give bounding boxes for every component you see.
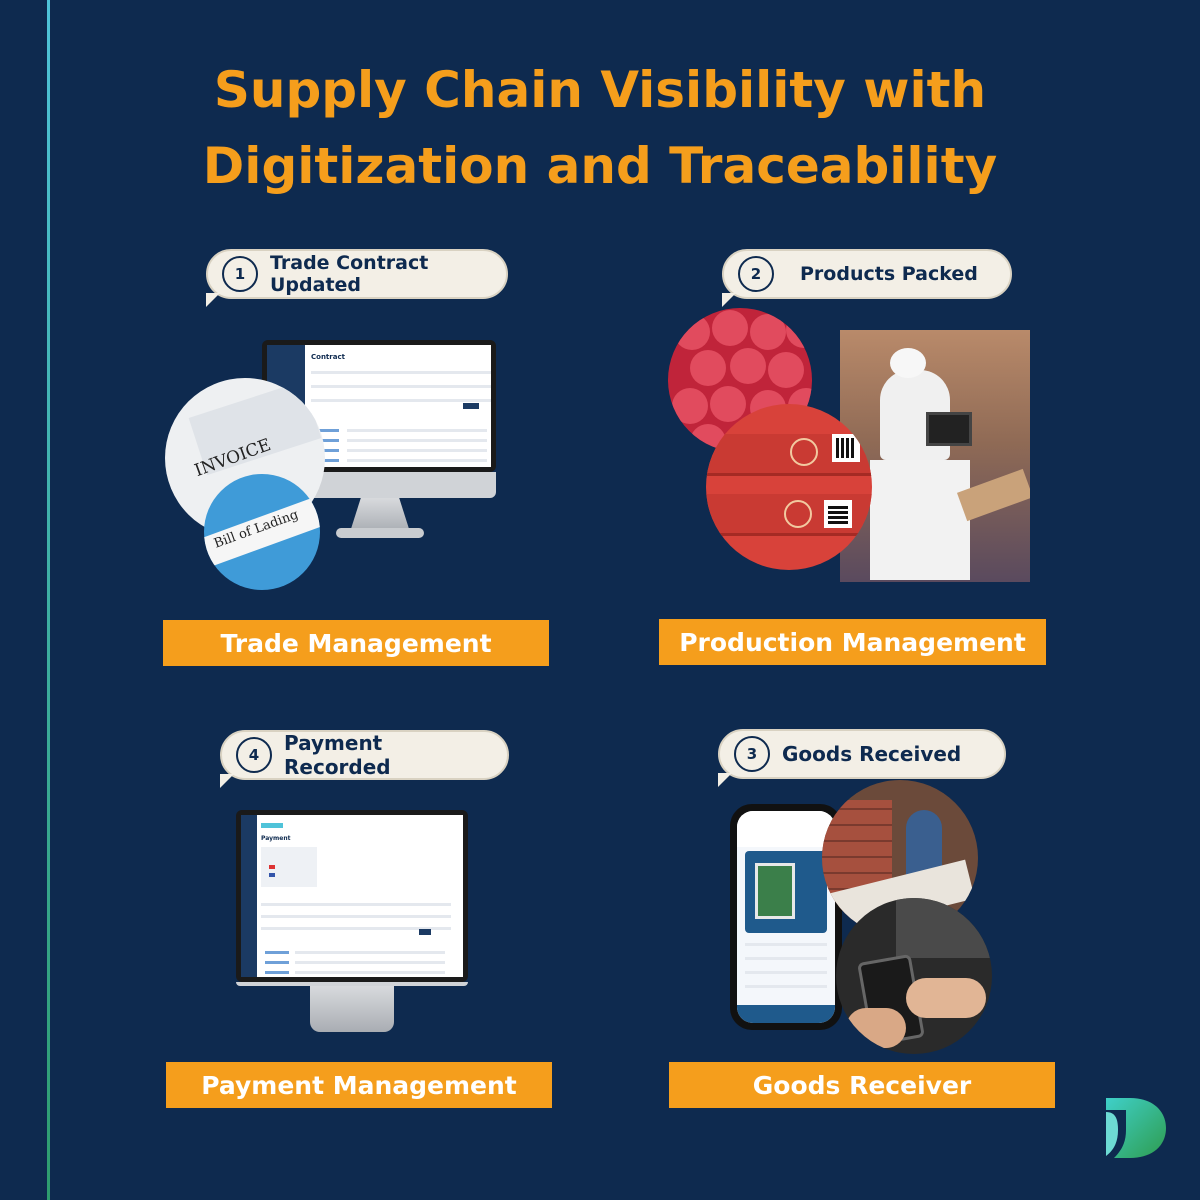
page-title: Supply Chain Visibility with Digitizatio… bbox=[0, 52, 1200, 204]
payment-management-label: Payment Management bbox=[166, 1062, 552, 1108]
side-accent-line bbox=[47, 0, 50, 1200]
packing-worker-photo bbox=[840, 330, 1030, 582]
step-2-caption: Products Packed bbox=[800, 263, 978, 285]
title-line-2: Digitization and Traceability bbox=[202, 137, 998, 195]
step-1-bubble: 1 Trade Contract Updated bbox=[206, 249, 508, 307]
step-4-bubble: 4 Payment Recorded bbox=[220, 730, 509, 788]
scanning-photo bbox=[836, 898, 992, 1054]
title-line-1: Supply Chain Visibility with bbox=[213, 61, 987, 119]
trade-management-label: Trade Management bbox=[163, 620, 549, 666]
production-management-label: Production Management bbox=[659, 619, 1046, 665]
goods-receiver-label: Goods Receiver bbox=[669, 1062, 1055, 1108]
step-1-number: 1 bbox=[222, 256, 258, 292]
packed-boxes-photo bbox=[706, 404, 872, 570]
step-4-caption: Payment Recorded bbox=[284, 731, 391, 779]
step-3-bubble: 3 Goods Received bbox=[718, 729, 1006, 787]
step-4-number: 4 bbox=[236, 737, 272, 773]
bill-of-lading-photo: Bill of Lading bbox=[204, 474, 320, 590]
step-3-number: 3 bbox=[734, 736, 770, 772]
step-1-caption: Trade Contract Updated bbox=[270, 252, 429, 296]
step-3-caption: Goods Received bbox=[782, 742, 962, 766]
contract-screen-title: Contract bbox=[311, 353, 345, 361]
step-2-bubble: 2 Products Packed bbox=[722, 249, 1012, 307]
payment-screen-title: Payment bbox=[261, 835, 291, 842]
step-2-number: 2 bbox=[738, 256, 774, 292]
brand-logo-icon bbox=[1106, 1098, 1166, 1158]
